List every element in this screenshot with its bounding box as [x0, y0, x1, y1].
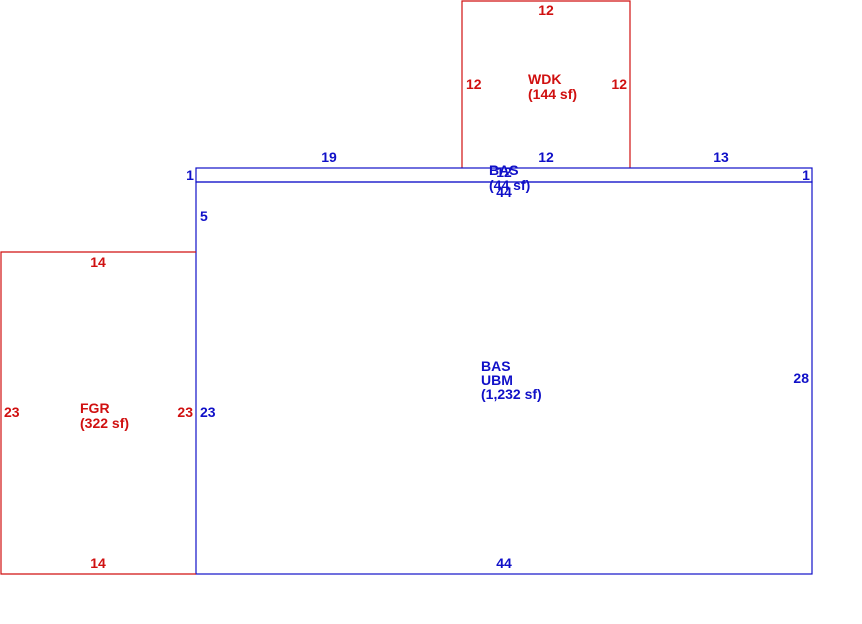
bas-strip-dim-right: 1 — [802, 167, 810, 183]
fgr-area: (322 sf) — [80, 415, 129, 431]
fgr-dim-top: 14 — [90, 254, 106, 270]
bas-strip-dim-bottom: 44 — [496, 184, 512, 200]
bas-strip-dim-top-mid: 12 — [496, 164, 512, 180]
main-code-1: BAS — [481, 358, 511, 374]
fgr-outline — [0, 251, 196, 575]
fgr-dim-left: 23 — [4, 404, 20, 420]
fgr-dim-bottom: 14 — [90, 555, 106, 571]
wdk-outline — [461, 0, 631, 168]
main-code-2: UBM — [481, 372, 513, 388]
main-dim-left-upper: 5 — [200, 208, 208, 224]
fgr-code: FGR — [80, 400, 110, 416]
wdk-dim-top: 12 — [538, 2, 554, 18]
fgr-dim-right: 23 — [177, 404, 193, 420]
bas-strip-dim-top-right: 13 — [713, 149, 729, 165]
bas-strip-area: (44 sf) — [489, 177, 530, 193]
main-dim-bottom: 44 — [496, 555, 512, 571]
wdk-dim-left: 12 — [466, 76, 482, 92]
wdk-section: 12 12 12 WDK (144 sf) — [461, 0, 631, 168]
main-dim-right: 28 — [793, 370, 809, 386]
bas-strip-code: BAS — [489, 162, 519, 178]
wdk-code: WDK — [528, 71, 561, 87]
main-outline — [195, 181, 813, 575]
main-section: 5 23 28 44 BAS UBM (1,232 sf) — [195, 181, 813, 575]
wdk-dim-bottom: 12 — [538, 149, 554, 165]
wdk-dim-right: 12 — [611, 76, 627, 92]
main-dim-left-lower: 23 — [200, 404, 216, 420]
main-area: (1,232 sf) — [481, 386, 542, 402]
fgr-section: 14 14 23 23 FGR (322 sf) — [0, 251, 196, 575]
wdk-area: (144 sf) — [528, 86, 577, 102]
bas-strip-dim-left: 1 — [186, 167, 194, 183]
bas-strip-dim-top-left: 19 — [321, 149, 337, 165]
bas-strip-section: 12 19 13 1 1 BAS (44 sf) 12 44 — [186, 149, 813, 200]
